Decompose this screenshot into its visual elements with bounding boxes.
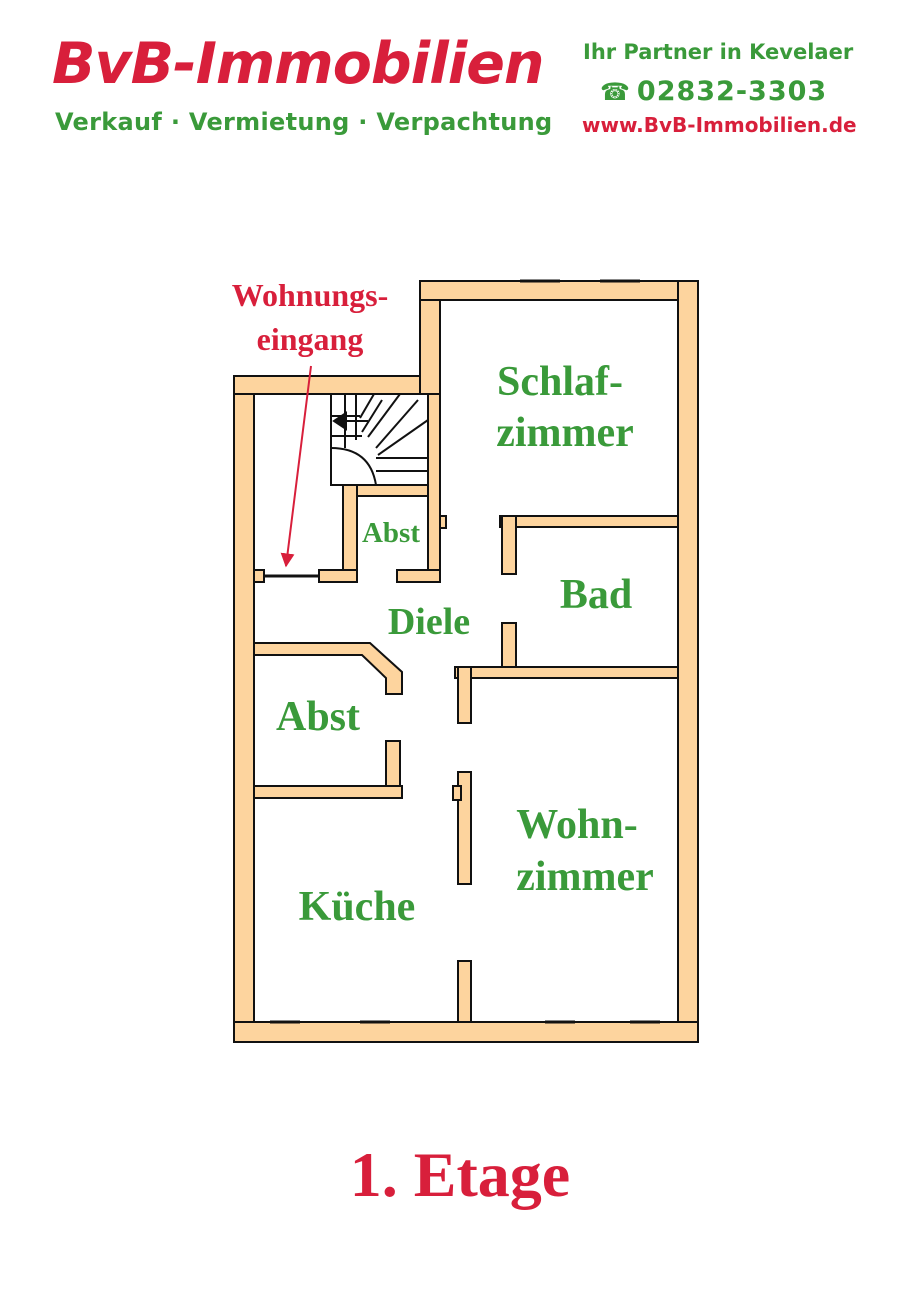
entrance-label-line1: Wohnungs-: [232, 277, 389, 313]
wall-abst-small-foot-right: [396, 569, 441, 583]
wall-living-west-lower: [457, 960, 472, 1023]
entrance-label-line2: eingang: [257, 321, 364, 357]
outer-wall-north-right: [419, 280, 699, 301]
telephone-icon: ☎: [600, 78, 631, 106]
wall-bedroom-bath: [499, 515, 679, 528]
staircase: [330, 393, 429, 486]
wall-abst-small-left: [342, 484, 358, 583]
stair-treads: [330, 393, 429, 486]
wall-abst-large-top: [253, 642, 403, 695]
wall-living-west-upper: [457, 666, 472, 724]
phone-number: ☎02832-3303: [600, 76, 827, 107]
outer-wall-west: [233, 375, 255, 1043]
partner-text: Ihr Partner in Kevelaer: [583, 40, 854, 64]
room-label-diele: Diele: [388, 601, 470, 643]
room-label-kueche: Küche: [299, 884, 416, 930]
wall-abst-large-bottom: [253, 785, 403, 799]
outer-wall-south: [233, 1021, 699, 1043]
wall-abst-large-right: [385, 740, 401, 789]
brand-logo: BvB-Immobilien: [52, 31, 545, 97]
outer-wall-north-left: [233, 375, 441, 395]
room-label-schlafzimmer-1: Schlaf-: [497, 359, 623, 405]
room-label-wohnzimmer-1: Wohn-: [516, 802, 637, 848]
outer-walls: [233, 279, 699, 1043]
room-label-abst-small: Abst: [362, 517, 420, 549]
wall-bath-west-lower: [501, 622, 517, 668]
stair-direction-arrow: [332, 411, 368, 431]
website-url: www.BvB-Immobilien.de: [582, 113, 857, 137]
wall-bath-living: [454, 666, 679, 679]
phone-digits: 02832-3303: [636, 76, 828, 107]
services-tagline: Verkauf · Vermietung · Verpachtung: [55, 108, 553, 136]
entrance-arrow: [280, 365, 312, 568]
room-label-bad: Bad: [560, 572, 632, 618]
room-label-schlafzimmer-2: zimmer: [496, 410, 634, 456]
outer-wall-east: [677, 280, 699, 1043]
floor-title: 1. Etage: [349, 1139, 571, 1210]
wall-abst-small-right: [427, 393, 441, 583]
wall-bath-west-upper: [501, 515, 517, 575]
room-label-wohnzimmer-2: zimmer: [516, 854, 654, 900]
room-label-abst: Abst: [276, 694, 360, 740]
wall-abst-small-foot-left: [318, 569, 358, 583]
inner-walls: [253, 393, 679, 1023]
